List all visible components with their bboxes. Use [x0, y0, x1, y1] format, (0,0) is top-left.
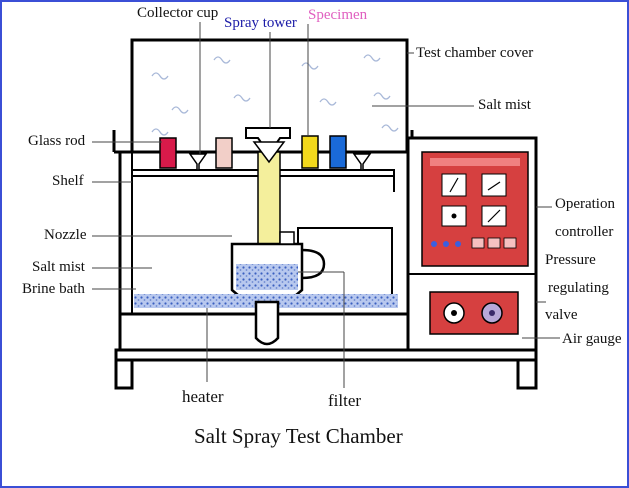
collector-cup-right [352, 153, 372, 171]
label-specimen: Specimen [308, 7, 368, 23]
leg-right [516, 358, 538, 390]
label-nozzle: Nozzle [44, 227, 87, 243]
specimen-red [159, 137, 177, 169]
specimen-yellow [301, 135, 319, 169]
operation-controller-panel [421, 151, 529, 267]
drain-spout [254, 300, 280, 346]
label-operation: Operation [555, 196, 615, 212]
label-glass-rod: Glass rod [28, 133, 86, 149]
meter-2 [481, 173, 507, 197]
label-valve: valve [545, 307, 578, 323]
spray-tower-tube [257, 151, 281, 245]
label-air-gauge: Air gauge [562, 331, 622, 347]
label-regulating: regulating [548, 280, 609, 296]
label-salt-mist-left: Salt mist [32, 259, 85, 275]
label-heater: heater [182, 387, 224, 406]
leader-lines [92, 22, 560, 388]
label-collector-cup: Collector cup [137, 5, 219, 21]
label-pressure: Pressure [545, 252, 596, 268]
label-spray-tower: Spray tower [224, 15, 297, 31]
specimen-pink [215, 137, 233, 169]
label-shelf: Shelf [52, 173, 84, 189]
label-controller: controller [555, 224, 614, 240]
diagram-title: Salt Spray Test Chamber [194, 424, 403, 448]
base-frame [114, 348, 538, 362]
label-test-chamber-cover: Test chamber cover [416, 45, 534, 61]
label-filter: filter [328, 391, 362, 410]
label-brine-bath: Brine bath [22, 281, 85, 297]
collector-cup-left [188, 153, 208, 171]
air-gauge-panel [429, 291, 519, 335]
specimen-blue [329, 135, 347, 169]
leg-left [114, 358, 134, 390]
label-salt-mist-top: Salt mist [478, 97, 531, 113]
